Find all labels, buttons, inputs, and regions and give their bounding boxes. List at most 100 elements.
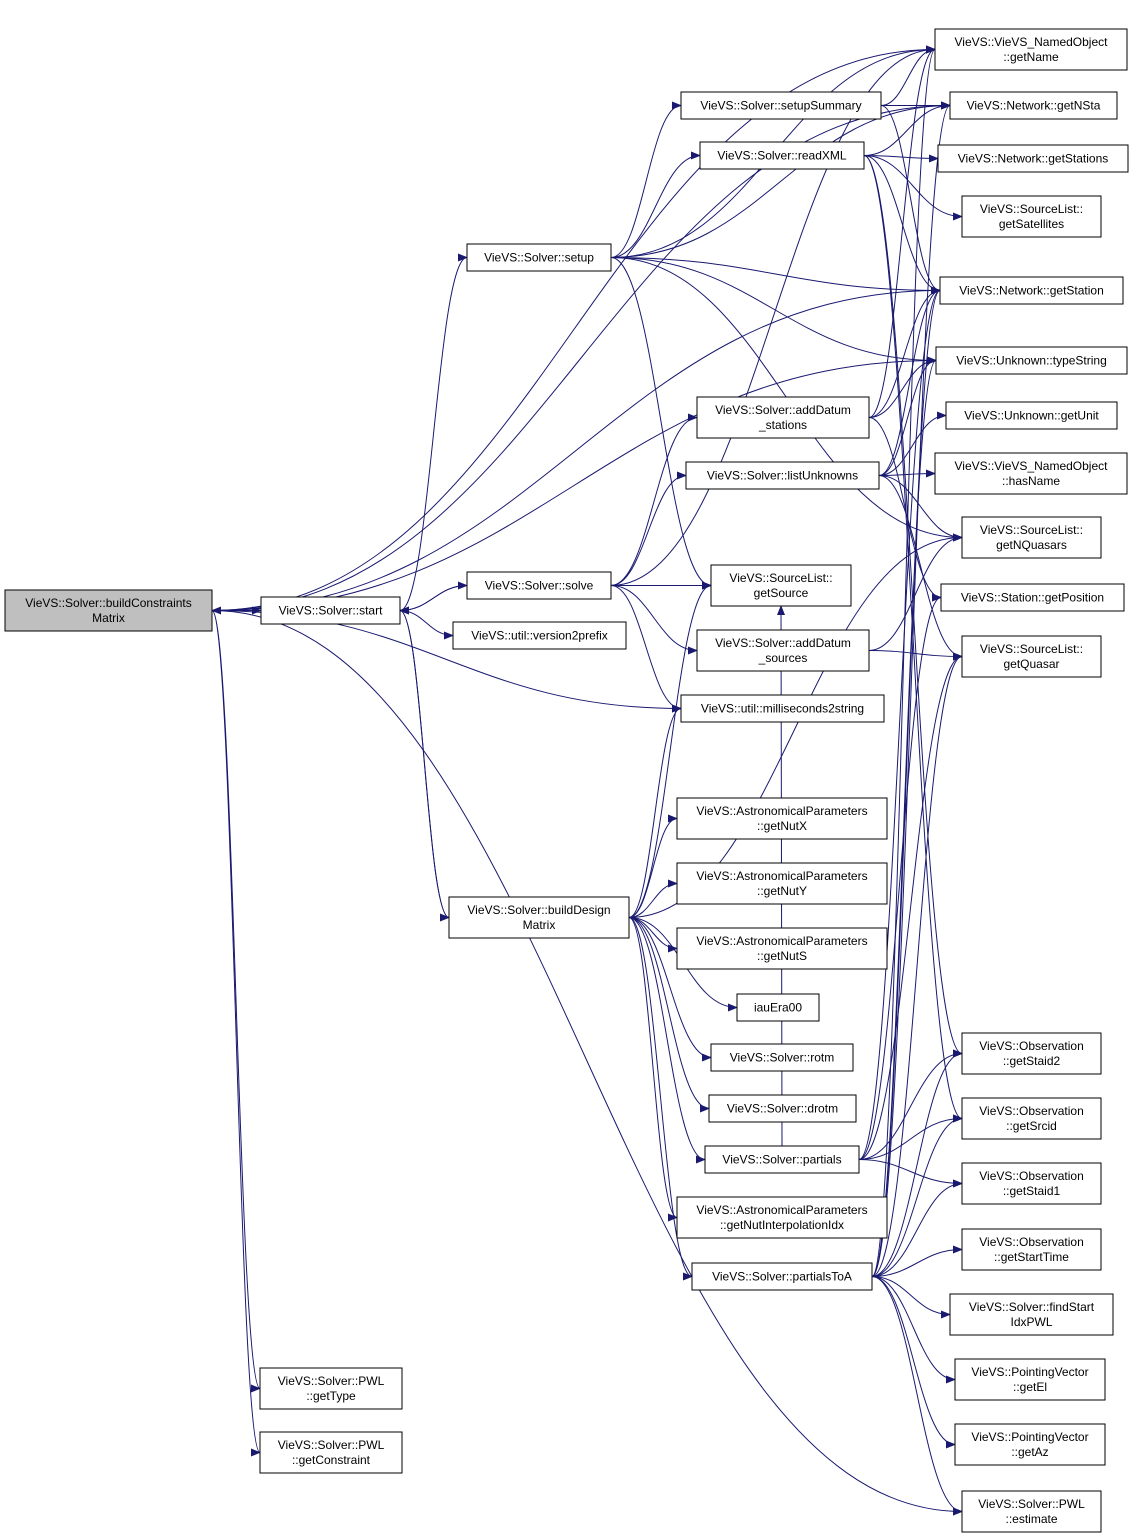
node-box	[934, 28, 1128, 71]
node-getpos[interactable]: VieVS::Station::getPosition	[940, 583, 1125, 612]
node-label: VieVS::Solver::buildConstraints	[25, 596, 192, 610]
edge-readxml-to-getsats	[863, 155, 963, 221]
node-nuts[interactable]: VieVS::AstronomicalParameters::getNutS	[676, 927, 888, 970]
node-getsource[interactable]: VieVS::SourceList::getSource	[710, 564, 852, 607]
node-label: VieVS::VieVS_NamedObject	[955, 35, 1109, 49]
node-box	[691, 1262, 873, 1291]
edge-partials-to-getstation	[858, 286, 941, 1160]
node-getq[interactable]: VieVS::SourceList::getQuasar	[961, 635, 1102, 678]
node-solve[interactable]: VieVS::Solver::solve	[466, 571, 612, 600]
node-label: VieVS::Solver::PWL	[278, 1374, 385, 1388]
node-staid2[interactable]: VieVS::Observation::getStaid2	[961, 1032, 1102, 1075]
node-adds[interactable]: VieVS::Solver::addDatum_stations	[696, 396, 870, 439]
node-getstations[interactable]: VieVS::Network::getStations	[937, 144, 1129, 173]
node-box	[448, 896, 630, 939]
node-box	[940, 583, 1125, 612]
node-typestr[interactable]: VieVS::Unknown::typeString	[935, 346, 1128, 375]
node-label: VieVS::Solver::setupSummary	[700, 99, 861, 113]
node-starttime[interactable]: VieVS::Observation::getStartTime	[961, 1228, 1102, 1271]
node-pwlcons[interactable]: VieVS::Solver::PWL::getConstraint	[259, 1431, 403, 1474]
node-label: VieVS::VieVS_NamedObject	[955, 459, 1109, 473]
edge	[863, 101, 951, 156]
edge-listu-to-getstation	[878, 286, 941, 476]
edge	[858, 286, 941, 1160]
edge	[399, 606, 450, 918]
node-label: VieVS::Network::getStations	[958, 152, 1109, 166]
edge-partials-to-getpos	[858, 593, 942, 1160]
node-nutidx[interactable]: VieVS::AstronomicalParameters::getNutInt…	[676, 1196, 888, 1239]
node-staid1[interactable]: VieVS::Observation::getStaid1	[961, 1162, 1102, 1205]
node-box	[676, 927, 888, 970]
node-adsrc[interactable]: VieVS::Solver::addDatum_sources	[696, 629, 870, 672]
edge-listu-to-getnq	[878, 475, 963, 542]
node-srcid[interactable]: VieVS::Observation::getSrcid	[961, 1097, 1102, 1140]
node-listu[interactable]: VieVS::Solver::listUnknowns	[685, 461, 880, 490]
node-getel[interactable]: VieVS::PointingVector::getEl	[954, 1358, 1106, 1401]
node-hasname[interactable]: VieVS::VieVS_NamedObject::hasName	[934, 452, 1128, 495]
node-partials[interactable]: VieVS::Solver::partials	[704, 1145, 860, 1174]
edge	[858, 1049, 963, 1160]
node-box	[685, 461, 880, 490]
edge	[610, 257, 937, 365]
node-era[interactable]: iauEra00	[736, 993, 820, 1022]
edge	[858, 652, 963, 1160]
node-label: getSatellites	[999, 217, 1064, 231]
node-label: ::getNutY	[757, 884, 807, 898]
node-drotm[interactable]: VieVS::Solver::drotm	[708, 1094, 857, 1123]
node-setup[interactable]: VieVS::Solver::setup	[466, 243, 612, 272]
edge-setupsum-to-getstation	[880, 105, 941, 295]
edge-listu-to-getq	[878, 475, 963, 661]
node-ms2s[interactable]: VieVS::util::milliseconds2string	[680, 694, 885, 723]
node-nutx[interactable]: VieVS::AstronomicalParameters::getNutX	[676, 797, 888, 840]
node-label: VieVS::PointingVector	[971, 1365, 1088, 1379]
node-nuty[interactable]: VieVS::AstronomicalParameters::getNutY	[676, 862, 888, 905]
node-ptoa[interactable]: VieVS::Solver::partialsToA	[691, 1262, 873, 1291]
edge	[878, 411, 947, 476]
node-box	[710, 1043, 854, 1072]
node-label: VieVS::AstronomicalParameters	[696, 869, 867, 883]
node-getaz[interactable]: VieVS::PointingVector::getAz	[954, 1423, 1106, 1466]
edge-bcm-to-getname	[211, 45, 936, 611]
edge	[211, 356, 937, 611]
node-rotm[interactable]: VieVS::Solver::rotm	[710, 1043, 854, 1072]
node-pwltype[interactable]: VieVS::Solver::PWL::getType	[259, 1367, 403, 1410]
node-label: VieVS::Solver::readXML	[717, 149, 847, 163]
node-box	[939, 276, 1124, 305]
node-label: VieVS::SourceList::	[729, 571, 832, 585]
node-box	[954, 1423, 1106, 1466]
node-label: VieVS::Solver::findStart	[969, 1300, 1095, 1314]
edge-bdm-to-nuty	[628, 879, 678, 918]
node-estimate[interactable]: VieVS::Solver::PWL::estimate	[961, 1490, 1102, 1533]
node-readxml[interactable]: VieVS::Solver::readXML	[699, 141, 865, 170]
node-box	[961, 1097, 1102, 1140]
edge	[610, 257, 712, 590]
edge	[871, 286, 941, 1277]
node-setupsum[interactable]: VieVS::Solver::setupSummary	[680, 91, 882, 120]
node-getstation[interactable]: VieVS::Network::getStation	[939, 276, 1124, 305]
node-label: VieVS::Network::getNSta	[967, 99, 1101, 113]
node-label: VieVS::Solver::PWL	[278, 1438, 385, 1452]
node-label: IdxPWL	[1010, 1315, 1052, 1329]
node-box	[961, 1162, 1102, 1205]
node-getsats[interactable]: VieVS::SourceList::getSatellites	[961, 195, 1102, 238]
node-getnsta[interactable]: VieVS::Network::getNSta	[949, 91, 1118, 120]
node-getnq[interactable]: VieVS::SourceList::getNQuasars	[961, 516, 1102, 559]
edge-bdm-to-drotm	[628, 917, 710, 1113]
edge	[628, 917, 693, 1281]
edge-bcm-to-pwlcons	[211, 610, 261, 1457]
edge-adds-to-getpos	[868, 417, 942, 602]
node-v2p[interactable]: VieVS::util::version2prefix	[452, 621, 627, 650]
edge	[871, 1179, 963, 1277]
node-label: ::getStaid1	[1003, 1184, 1061, 1198]
node-getname[interactable]: VieVS::VieVS_NamedObject::getName	[934, 28, 1128, 71]
node-label: VieVS::Solver::addDatum	[715, 403, 851, 417]
edge-bdm-to-nutidx	[628, 917, 678, 1222]
edge-bcm-to-pwltype	[211, 610, 261, 1393]
node-getunit[interactable]: VieVS::Unknown::getUnit	[945, 401, 1118, 430]
node-label: getQuasar	[1003, 657, 1059, 671]
node-label: ::getAz	[1011, 1445, 1048, 1459]
node-start[interactable]: VieVS::Solver::start	[260, 596, 401, 625]
